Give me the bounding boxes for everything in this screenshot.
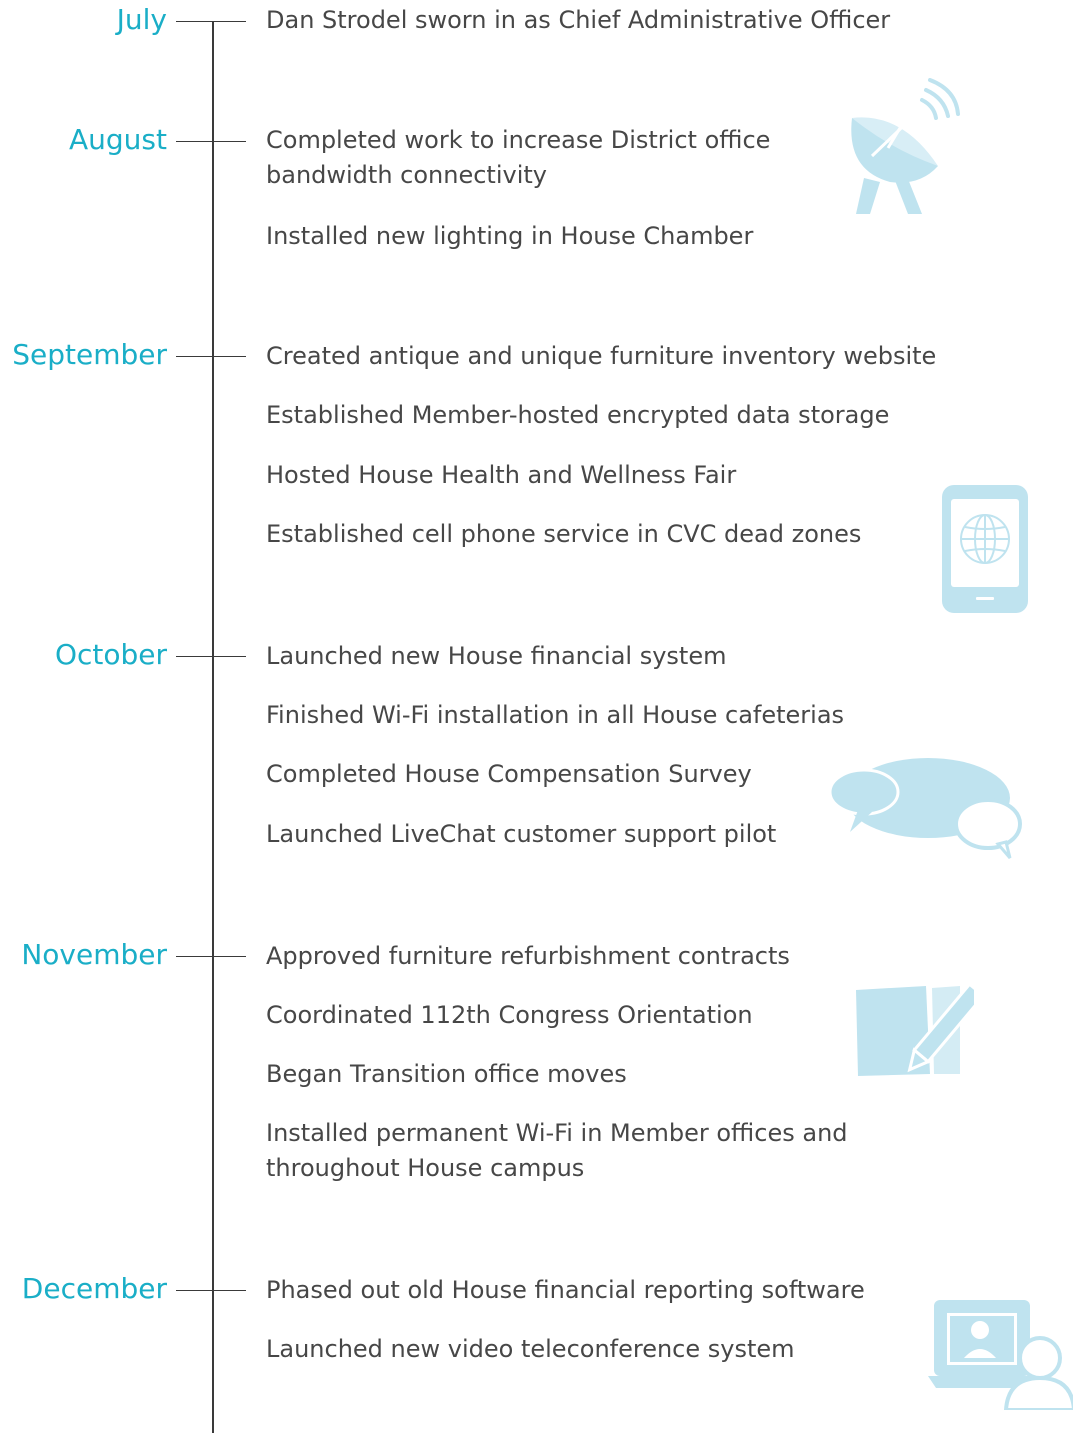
tick-october [176,656,246,657]
timeline-item: Began Transition office moves [266,1060,627,1088]
timeline-item: Established cell phone service in CVC de… [266,520,862,548]
month-november: November [21,938,167,971]
tick-july [176,21,246,22]
satellite-dish-icon [851,78,960,214]
tablet-globe-icon [942,485,1028,613]
video-conference-icon [928,1300,1073,1410]
month-september: September [12,338,167,371]
timeline-item: Finished Wi-Fi installation in all House… [266,701,845,729]
tick-november [176,956,246,957]
timeline-item: Coordinated 112th Congress Orientation [266,1001,753,1029]
timeline-item: Dan Strodel sworn in as Chief Administra… [266,6,891,34]
document-pencil-icon [856,986,974,1076]
tick-december [176,1290,246,1291]
month-july: July [116,3,167,36]
tick-august [176,141,246,142]
timeline-item: Completed House Compensation Survey [266,760,752,788]
timeline-item: Installed permanent Wi-Fi in Member offi… [266,1119,848,1182]
timeline-item: Completed work to increase District offi… [266,126,771,189]
month-august: August [69,123,167,156]
chat-bubbles-icon [828,758,1022,859]
timeline-item: Launched new House financial system [266,642,727,670]
timeline-item: Launched LiveChat customer support pilot [266,820,777,848]
month-december: December [21,1272,167,1305]
timeline-item: Created antique and unique furniture inv… [266,342,937,370]
timeline-item: Approved furniture refurbishment contrac… [266,942,790,970]
timeline-axis [212,21,214,1433]
tick-september [176,356,246,357]
month-october: October [54,638,167,671]
timeline-item: Phased out old House financial reporting… [266,1276,865,1304]
timeline-item: Launched new video teleconference system [266,1335,795,1363]
timeline-item: Established Member-hosted encrypted data… [266,401,890,429]
timeline-item: Hosted House Health and Wellness Fair [266,461,737,489]
timeline-item: Installed new lighting in House Chamber [266,222,754,250]
